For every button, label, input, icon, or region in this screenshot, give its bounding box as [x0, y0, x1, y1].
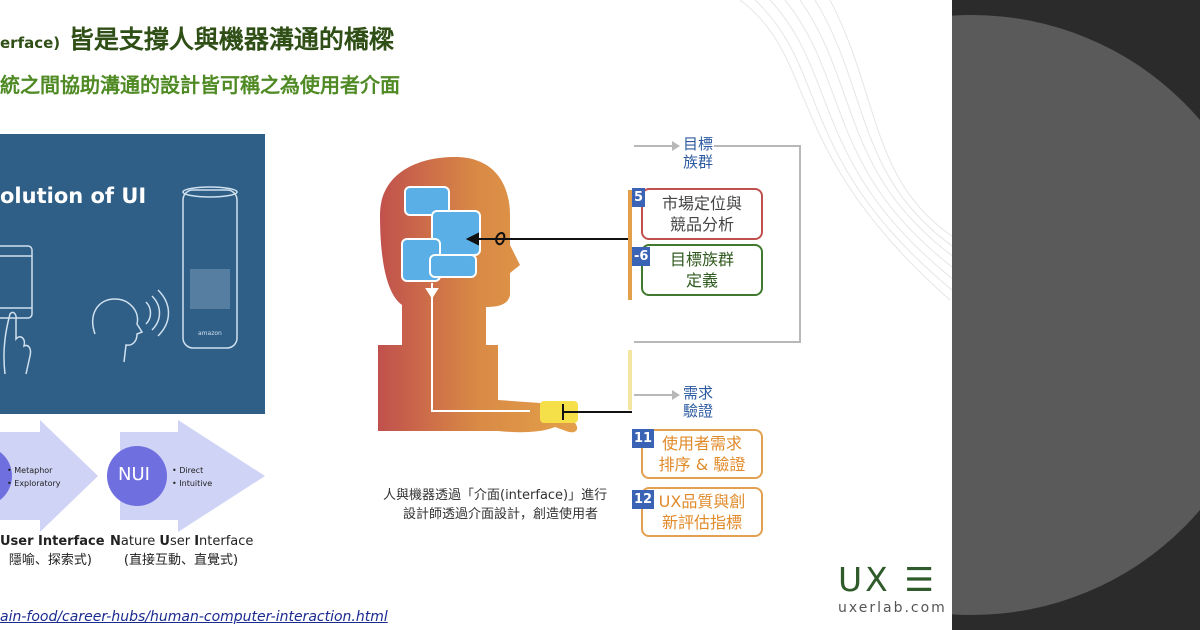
step-box-user-needs[interactable]: 使用者需求 排序 & 驗證: [641, 429, 763, 479]
gui-bullet-exploratory: • Exploratory: [7, 479, 61, 488]
gui-bullet-metaphor: • Metaphor: [7, 466, 53, 475]
decorative-wave-lines: [739, 0, 959, 301]
logo-domain: uxerlab.com: [838, 600, 947, 616]
sound-waves-icon: [145, 289, 170, 337]
image-title: olution of UI: [0, 184, 147, 208]
gui-caption-line2: 隱喻、探索式): [8, 553, 92, 568]
gui-badge: [0, 452, 12, 500]
brain-flowchart-icon: [401, 186, 481, 282]
nui-bullets: • Direct • Intuitive: [172, 464, 212, 490]
logo-mark: UX ☰: [838, 560, 937, 599]
hand-highlight: [540, 401, 578, 423]
group-brackets: [628, 141, 801, 410]
title-prefix: erface): [0, 34, 61, 52]
nui-badge-label: NUI: [118, 464, 150, 485]
step-box-ux-quality[interactable]: UX品質與創 新評估指標: [641, 487, 763, 537]
speaker-brand: amazon: [198, 330, 222, 337]
phone-icon: [0, 245, 33, 319]
evolution-illustration: [0, 186, 238, 375]
nui-bullet-direct: • Direct: [172, 466, 204, 475]
step-number-11: 11: [632, 429, 655, 448]
slide-subtitle: 統之間協助溝通的設計皆可稱之為使用者介面: [0, 73, 400, 97]
human-silhouette: [378, 157, 578, 433]
step-number-6: -6: [632, 247, 651, 266]
eye-connector: [465, 232, 630, 246]
title-main: 皆是支撐人與機器溝通的橋樑: [60, 25, 394, 54]
nui-caption: Nature User Interface (直接互動、直覺式): [110, 534, 254, 568]
grey-circle-shape: [952, 15, 1200, 615]
group-label-validation: 需求 驗證: [683, 384, 714, 420]
dark-side-panel: [952, 0, 1200, 630]
diagram-caption-line1: 人與機器透過「介面(interface)」進行: [383, 488, 608, 503]
hand-icon: [3, 311, 32, 375]
source-link[interactable]: ain-food/career-hubs/human-computer-inte…: [0, 609, 388, 625]
uxerlab-logo: UX ☰ uxerlab.com: [838, 560, 947, 617]
nui-bullet-intuitive: • Intuitive: [172, 479, 213, 488]
step-box-target-group[interactable]: 目標族群 定義: [641, 244, 763, 296]
step-number-5: 5: [632, 188, 646, 207]
speaking-head-icon: [92, 298, 144, 363]
gui-bullets: • Metaphor • Exploratory: [7, 464, 61, 490]
nui-badge: [107, 446, 167, 506]
smart-speaker-icon: [182, 189, 238, 349]
evolution-of-ui-image: olution of UI amazon: [0, 134, 265, 414]
nui-arrow: [120, 420, 265, 532]
group-label-target: 目標 族群: [683, 135, 714, 171]
step-box-market-positioning[interactable]: 市場定位與 競品分析: [641, 188, 763, 240]
hand-connector: [562, 404, 632, 420]
slide-title: erface) 皆是支撐人與機器溝通的橋樑: [0, 20, 394, 56]
gui-caption-line1: User Interface: [0, 534, 105, 549]
diagram-caption: 人與機器透過「介面(interface)」進行 設計師透過介面設計，創造使用者: [383, 486, 607, 524]
nui-caption-line2: (直接互動、直覺式): [123, 553, 239, 568]
gui-arrow: [0, 420, 98, 532]
diagram-caption-line2: 設計師透過介面設計，創造使用者: [403, 507, 599, 522]
ui-type-arrows: [0, 420, 265, 532]
gui-caption: User Interface 隱喻、探索式): [0, 534, 105, 568]
step-number-12: 12: [632, 490, 655, 509]
human-interface-diagram: [378, 157, 632, 433]
